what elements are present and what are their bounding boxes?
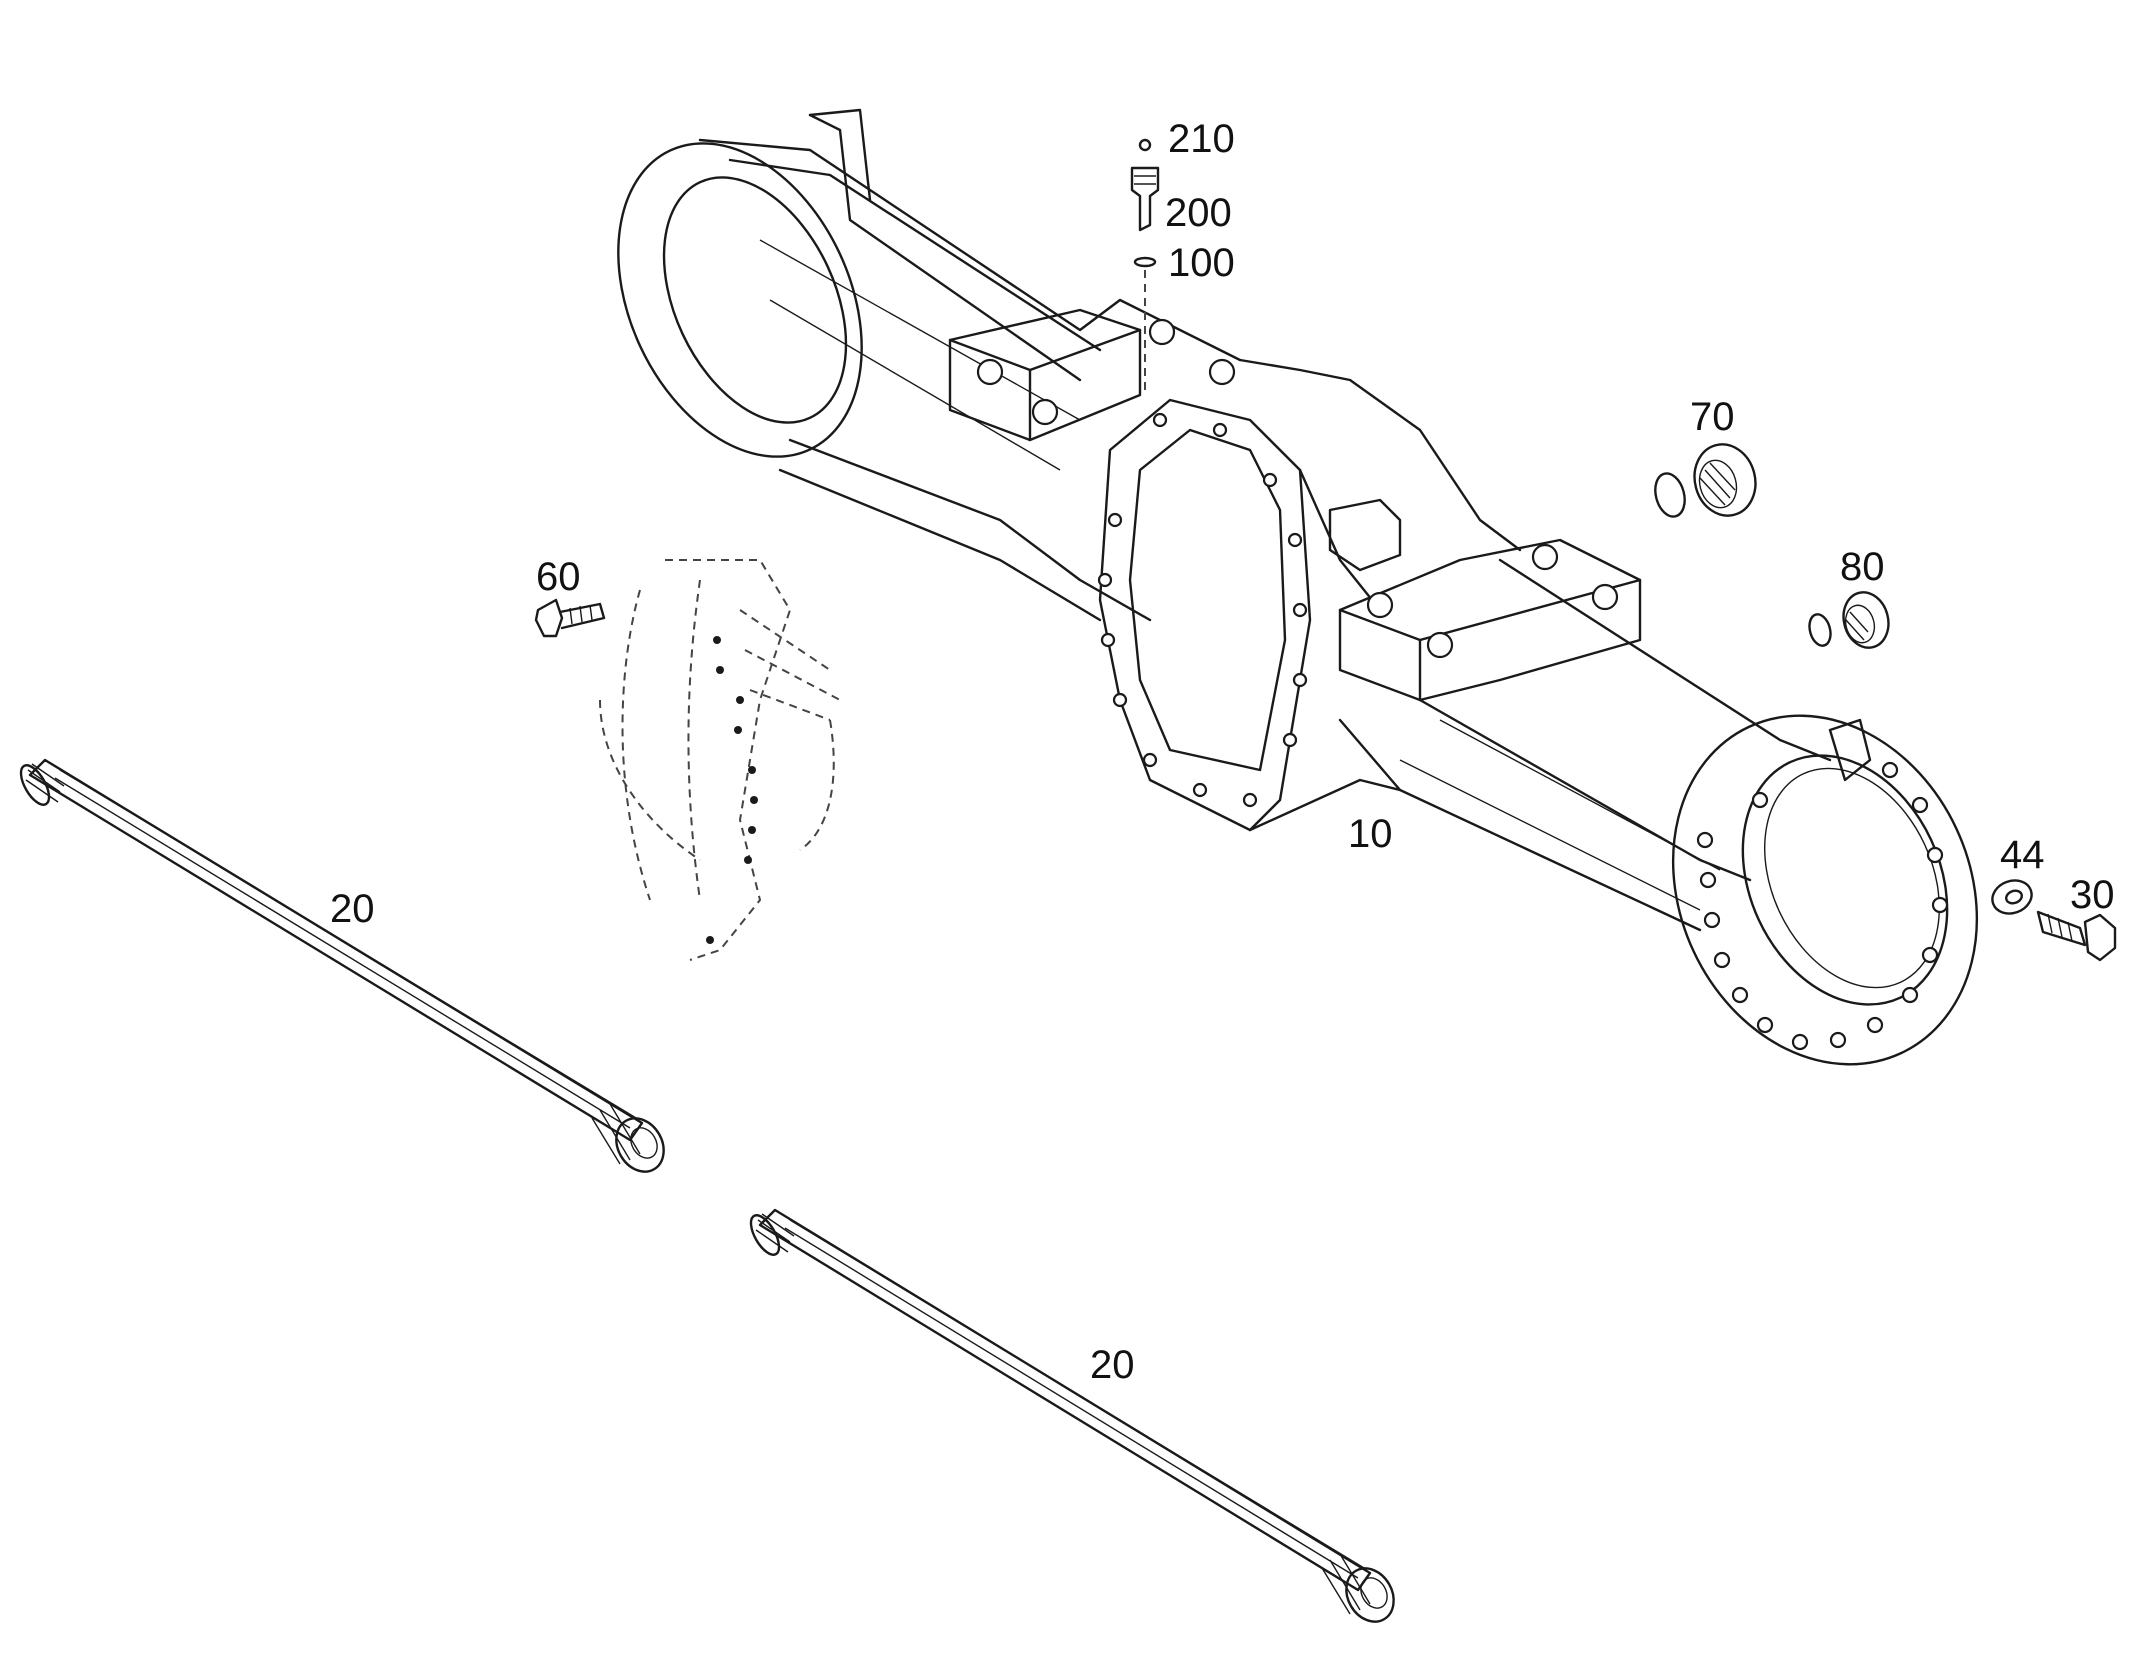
- screw-plug-80: [1808, 591, 1890, 649]
- reference-hub-outline: [599, 559, 841, 961]
- breather-cap: [1138, 138, 1152, 152]
- washer-44: [1991, 879, 2033, 915]
- callout-20-upper: 20: [330, 887, 375, 931]
- axle-shaft-upper: [19, 758, 665, 1173]
- screw-plug-70: [1654, 443, 1757, 518]
- callout-60: 60: [536, 555, 581, 599]
- callout-70: 70: [1690, 395, 1735, 439]
- callout-200: 200: [1165, 191, 1232, 235]
- end-flange-bolt-holes: [1696, 761, 1949, 1051]
- callout-10: 10: [1348, 812, 1393, 856]
- callout-44: 44: [2000, 833, 2045, 877]
- hex-bolt-30: [2036, 910, 2117, 962]
- callout-30: 30: [2070, 873, 2115, 917]
- hex-bolt-60: [534, 598, 606, 638]
- breather-o-ring: [1133, 256, 1157, 268]
- callout-100: 100: [1168, 241, 1235, 285]
- flange-bolt-holes: [1097, 412, 1308, 808]
- callout-20-lower: 20: [1090, 1343, 1135, 1387]
- callout-210: 210: [1168, 117, 1235, 161]
- callout-80: 80: [1840, 545, 1885, 589]
- axle-housing: [617, 108, 1979, 1066]
- axle-shaft-lower: [749, 1208, 1395, 1623]
- breather-valve: [1130, 166, 1160, 232]
